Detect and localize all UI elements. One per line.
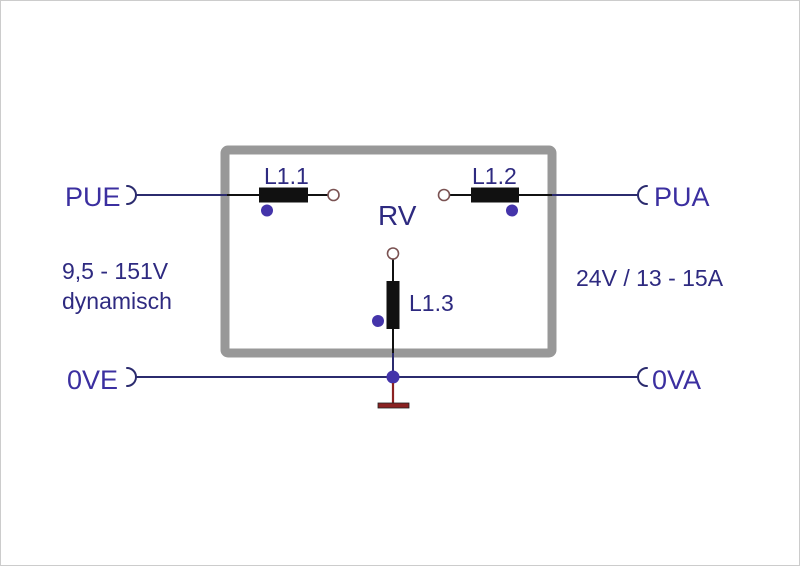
inductor-l11-body: [259, 187, 308, 203]
terminal-circle-l13: [386, 247, 400, 260]
module-label-rv: RV: [378, 200, 417, 231]
connector-socket-icon-pue: [126, 185, 137, 205]
polarity-dot-l12: [506, 204, 518, 217]
input-spec-dynamic: dynamisch: [62, 288, 172, 314]
terminal-circle-l12: [437, 188, 451, 202]
inductor-l12-body: [471, 187, 519, 203]
polarity-dot-l13: [372, 315, 384, 327]
inductor-label-l11: L1.1: [264, 163, 309, 189]
inductor-label-l13: L1.3: [409, 290, 454, 316]
terminal-label-pua: PUA: [654, 182, 710, 212]
terminal-label-ova: 0VA: [652, 365, 702, 395]
connector-socket-icon-ova: [637, 367, 648, 387]
connector-socket-icon-pua: [637, 185, 648, 205]
ground-icon: [377, 383, 410, 409]
inductor-l13-body: [386, 281, 400, 329]
junction-dot-zero-rail: [386, 370, 400, 384]
terminal-circle-l11: [327, 188, 340, 202]
terminal-label-ove: 0VE: [67, 365, 119, 395]
terminal-label-pue: PUE: [65, 182, 121, 212]
rv-module-box: [220, 145, 557, 358]
ground-bar: [377, 402, 410, 409]
polarity-dot-l11: [261, 204, 273, 217]
input-spec-voltage: 9,5 - 151V: [62, 258, 169, 284]
output-spec: 24V / 13 - 15A: [576, 265, 724, 291]
connector-socket-icon-ove: [126, 367, 137, 387]
inductor-label-l12: L1.2: [472, 163, 517, 189]
